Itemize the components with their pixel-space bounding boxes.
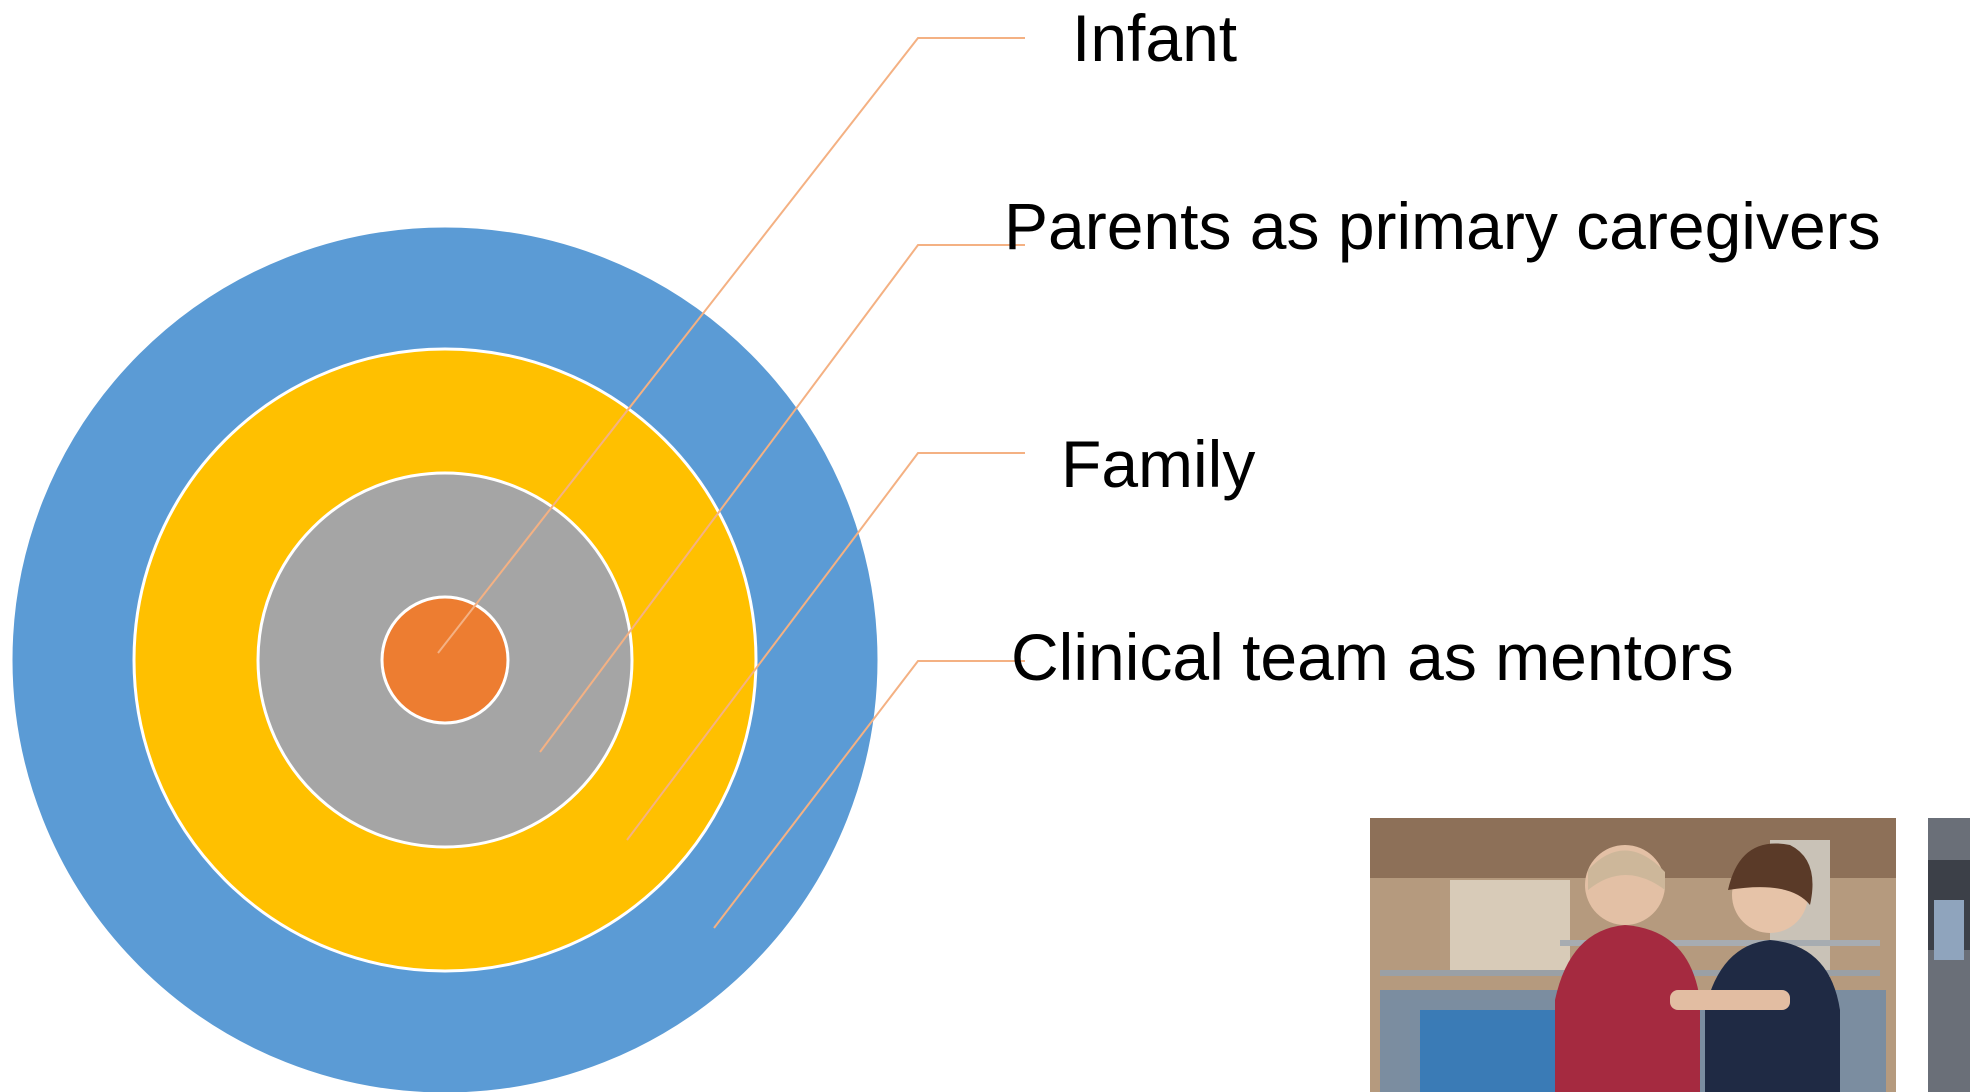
leader-line-parents (539, 244, 1025, 753)
leader-line-infant (437, 37, 1025, 654)
leader-line-family (626, 452, 1025, 841)
photo-clinician-and-parent (1370, 818, 1896, 1092)
leader-line-clinical (713, 660, 1025, 929)
label-infant: Infant (1072, 1, 1237, 75)
label-parents: Parents as primary caregivers (1004, 189, 1881, 263)
ring-infant (380, 595, 510, 725)
photo-partial-right (1928, 818, 1970, 1092)
label-clinical: Clinical team as mentors (1011, 620, 1734, 694)
label-family: Family (1061, 427, 1255, 501)
